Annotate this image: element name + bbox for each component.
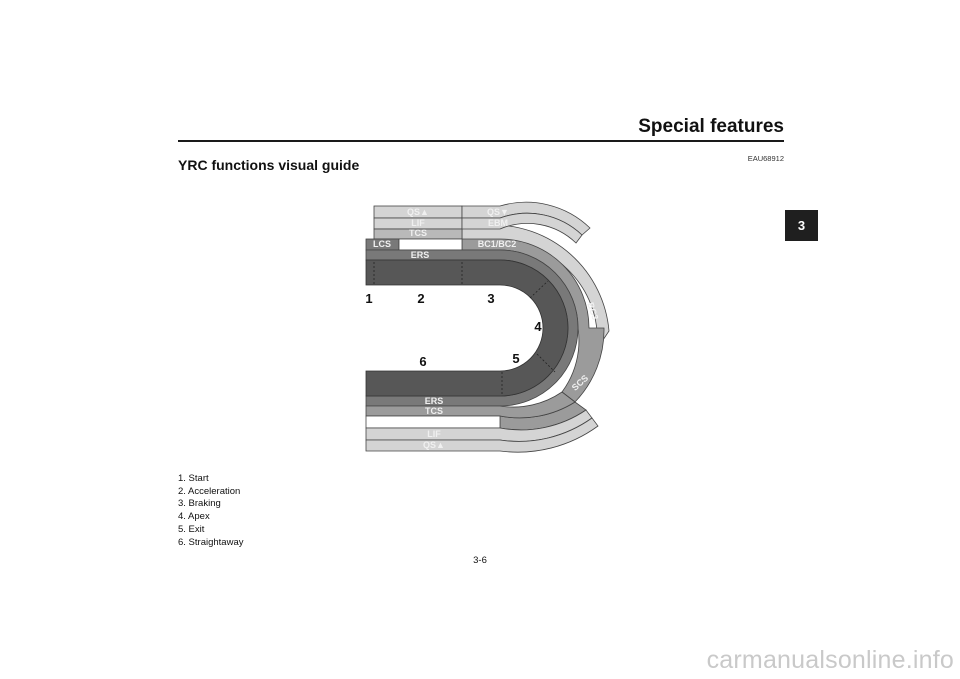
legend-item: 4. Apex xyxy=(178,511,210,523)
point-number: 6 xyxy=(419,354,426,369)
label-tcs-bottom: TCS xyxy=(425,406,443,416)
page-heading: YRC functions visual guide xyxy=(178,157,360,173)
label-qs-up-top: QS▲ xyxy=(407,207,429,217)
label-tcs-top: TCS xyxy=(409,228,427,238)
label-lcs: LCS xyxy=(373,239,391,249)
point-number: 3 xyxy=(487,291,494,306)
divider-brake xyxy=(529,280,549,299)
legend-item: 6. Straightaway xyxy=(178,536,244,548)
point-number: 4 xyxy=(534,319,542,334)
band-gap xyxy=(398,238,463,251)
label-qs-down: QS▼ xyxy=(487,207,509,217)
legend-list: 1. Start 2. Acceleration 3. Braking 4. A… xyxy=(178,473,243,549)
point-number: 5 xyxy=(512,351,519,366)
point-number: 2 xyxy=(417,291,424,306)
page-number: 3-6 xyxy=(473,555,487,566)
divider-exit xyxy=(536,353,556,373)
section-title: Special features xyxy=(638,116,784,137)
track xyxy=(365,259,569,397)
title-rule xyxy=(178,140,784,142)
label-qs-up-bottom: QS▲ xyxy=(423,440,445,450)
label-ers-bottom: ERS xyxy=(425,396,444,406)
legend-item: 3. Braking xyxy=(178,498,221,510)
watermark: carmanualsonline.info xyxy=(706,646,954,674)
point-number: 1 xyxy=(365,291,372,306)
label-ers-top: ERS xyxy=(411,250,430,260)
band-tcs-bottom xyxy=(365,391,576,419)
label-lif-bottom: LIF xyxy=(427,429,441,439)
document-code: EAU68912 xyxy=(747,154,784,163)
label-bc: BC1/BC2 xyxy=(478,239,517,249)
yrc-track-diagram: QS▲ LIF TCS QS▼ EBM LCS BC1/BC2 ERS BC3 … xyxy=(365,201,610,453)
band-tcs-bottom-gap xyxy=(365,415,501,429)
label-ebm: EBM xyxy=(488,218,508,228)
label-lif-top: LIF xyxy=(411,218,425,228)
legend-item: 2. Acceleration xyxy=(178,485,241,497)
band-qs-up-bottom xyxy=(365,417,599,453)
chapter-tab: 3 xyxy=(785,210,818,241)
legend-item: 5. Exit xyxy=(178,523,205,535)
legend-item: 1. Start xyxy=(178,473,209,484)
band-ebm xyxy=(461,212,583,244)
